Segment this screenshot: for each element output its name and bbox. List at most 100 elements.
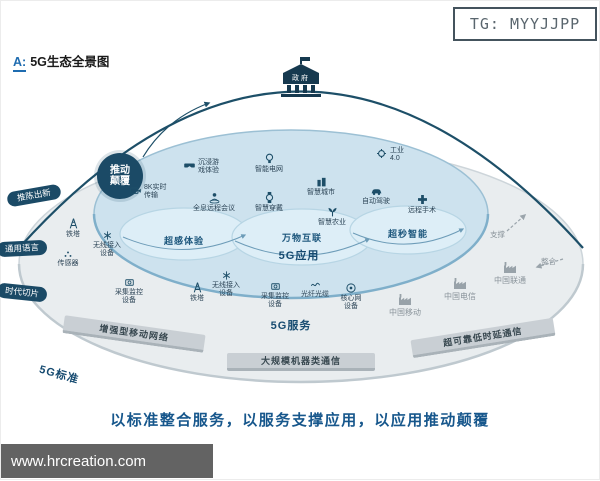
site-watermark-text: www.hrcreation.com: [11, 452, 147, 470]
site-watermark-box: www.hrcreation.com: [1, 444, 213, 478]
support-arrow: [506, 214, 527, 232]
zone-label-iot: 万物互联: [281, 233, 323, 243]
orbit-arrow-3: [352, 228, 465, 245]
app-item-label: 自动驾驶: [362, 198, 390, 205]
slogan-text: 以标准整合服务，以服务支撑应用，以应用推动颠覆: [110, 412, 490, 429]
app-item-smart-agriculture: 智慧农业: [308, 205, 356, 227]
gear-icon: [375, 147, 388, 160]
service-item-label: 核心网设备: [340, 295, 362, 310]
service-layer-title: 5G服务: [270, 320, 312, 332]
orbit-arrow-1: [122, 234, 247, 250]
city-buildings-icon: [315, 175, 328, 188]
app-item-smart-grid: 智能电网: [245, 152, 293, 174]
app-item-smart-city: 智慧城市: [297, 175, 345, 197]
antenna-icon: [221, 270, 232, 281]
building-base: [281, 94, 321, 97]
service-item-core-network: 核心网设备: [338, 282, 364, 311]
app-item-autonomous-driving: 自动驾驶: [352, 184, 400, 206]
factory-icon: [452, 275, 468, 291]
building-columns: [285, 85, 317, 93]
video-camera-icon: [129, 184, 142, 197]
service-item-wireless-access-1: 无线接入设备: [90, 230, 124, 258]
hologram-meeting-icon: [208, 191, 221, 204]
service-item-label: 光纤光缆: [301, 291, 329, 298]
zone-ellipse-intelligence: [349, 205, 467, 255]
annotation-support: 支撑: [490, 230, 505, 239]
disrupt-arrow: [142, 101, 211, 158]
building-roof: [283, 64, 319, 73]
antenna-icon: [102, 230, 113, 241]
service-item-wireless-access-2: 无线接入设备: [209, 270, 243, 298]
car-icon: [370, 184, 383, 197]
lightbulb-icon: [263, 152, 276, 165]
tower-icon: [191, 281, 204, 294]
annotation-integrate: 整合: [541, 257, 556, 266]
flag-icon: [300, 57, 310, 64]
service-item-monitoring-1: 采集监控设备: [112, 277, 146, 305]
medical-cross-icon: [416, 193, 429, 206]
service-item-label: 采集监控设备: [261, 293, 289, 308]
carrier-china-mobile: 中国移动: [385, 291, 425, 317]
app-item-label: 8K实时传输: [144, 184, 167, 199]
app-item-industry-40: 工业4.0: [375, 147, 407, 163]
vr-goggles-icon: [183, 159, 196, 172]
app-item-smart-wearables: 智慧穿戴: [245, 191, 293, 213]
title-prefix: A:: [13, 55, 27, 72]
service-item-label: 无线接入设备: [93, 242, 121, 257]
carrier-label: 中国电信: [444, 292, 476, 301]
government-building-icon: 政府: [281, 57, 321, 97]
tg-watermark-text: TG: MYYJJPP: [469, 15, 581, 33]
service-item-fiber-cable: 光纤光缆: [298, 279, 332, 299]
app-item-remote-surgery: 远程手术: [398, 193, 446, 215]
factory-icon: [502, 259, 518, 275]
app-item-label: 智慧农业: [318, 219, 346, 226]
disrupt-badge-line2: 颠覆: [110, 176, 130, 187]
app-item-label: 智能电网: [255, 166, 283, 173]
core-network-icon: [345, 282, 357, 294]
service-item-sensor: 传感器: [51, 249, 85, 268]
monitor-camera-icon: [270, 281, 281, 292]
app-item-label: 工业4.0: [390, 147, 404, 162]
service-item-label: 铁塔: [190, 295, 204, 302]
app-item-8k-transmission: 8K实时传输: [129, 184, 171, 200]
app-item-label: 远程手术: [408, 207, 436, 214]
app-item-immersive-gaming: 沉浸游戏体验: [183, 159, 220, 175]
app-item-label: 沉浸游戏体验: [198, 159, 219, 174]
sensor-dots-icon: [63, 249, 73, 259]
page-title: A: 5G生态全景图: [13, 51, 109, 72]
app-layer-title: 5G应用: [278, 250, 320, 262]
service-item-tower-2: 铁塔: [177, 281, 217, 303]
service-item-monitoring-2: 采集监控设备: [258, 281, 292, 309]
service-item-label: 铁塔: [66, 231, 80, 238]
standard-bar-mmtc: 大规模机器类通信: [227, 353, 375, 371]
factory-icon: [397, 291, 413, 307]
tower-icon: [67, 217, 80, 230]
disrupt-badge-line1: 推动: [110, 165, 130, 176]
carrier-china-unicom: 中国联通: [490, 259, 530, 285]
app-item-label: 智慧城市: [307, 189, 335, 196]
carrier-label: 中国移动: [389, 308, 421, 317]
carrier-china-telecom: 中国电信: [440, 275, 480, 301]
smartwatch-icon: [263, 191, 276, 204]
app-bottom-rim: [92, 213, 490, 300]
orbit-arrow-2: [234, 238, 371, 256]
zone-label-instant-intelligence: 超秒智能: [387, 229, 429, 239]
service-item-label: 采集监控设备: [115, 289, 143, 304]
zone-label-super-experience: 超感体验: [163, 236, 205, 246]
disrupt-badge: 推动 颠覆: [97, 153, 143, 199]
service-item-label: 无线接入设备: [212, 282, 240, 297]
rim-label-common-language: 通用语言: [0, 239, 48, 258]
app-item-label: 智慧穿戴: [255, 205, 283, 212]
app-item-label: 全息远程会议: [193, 205, 235, 212]
monitor-camera-icon: [124, 277, 135, 288]
title-text: 5G生态全景图: [30, 55, 110, 69]
service-item-label: 传感器: [57, 260, 79, 267]
service-item-tower-1: 铁塔: [53, 217, 93, 239]
government-label: 政府: [283, 73, 319, 84]
app-item-holographic-meeting: 全息远程会议: [188, 191, 240, 213]
tg-watermark-box: TG: MYYJJPP: [453, 7, 597, 41]
fiber-cable-icon: [310, 279, 321, 290]
integrate-arrow: [535, 258, 564, 269]
